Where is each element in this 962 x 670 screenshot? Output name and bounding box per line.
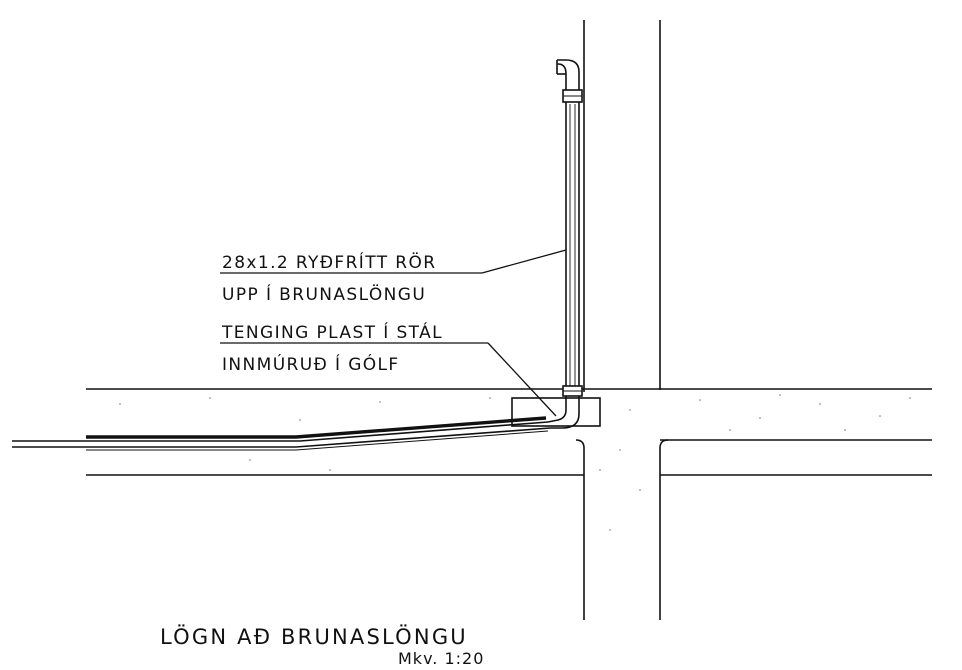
- pipe-label-leader: [481, 249, 567, 274]
- joint-label-line2: INNMÚRUÐ Í GÓLF: [222, 353, 400, 375]
- drawing-scale: Mkv. 1:20: [398, 649, 484, 668]
- top-elbow-fitting: [556, 59, 580, 90]
- concrete-stipple: [119, 394, 911, 531]
- joint-label-leader: [487, 342, 557, 417]
- bottom-elbow-fitting: [547, 396, 580, 429]
- upper-coupling: [562, 89, 583, 103]
- stainless-riser-pipe: [565, 100, 580, 390]
- drawing-title: LÖGN AÐ BRUNASLÖNGU: [160, 624, 468, 649]
- pipe-label-line1: 28x1.2 RYÐFRÍTT RÖR: [222, 251, 437, 273]
- wall-corner-curve: [659, 439, 669, 449]
- wall-corner-curve-left: [575, 439, 585, 449]
- plastic-supply-pipe: [12, 416, 551, 451]
- embedding-block: [511, 397, 601, 427]
- joint-label-line1: TENGING PLAST Í STÁL: [221, 321, 443, 343]
- wall-lines: [86, 20, 932, 620]
- pipe-label-line2: UPP Í BRUNASLÖNGU: [222, 283, 426, 305]
- lower-coupling: [562, 385, 583, 397]
- leader-lines: [220, 249, 567, 417]
